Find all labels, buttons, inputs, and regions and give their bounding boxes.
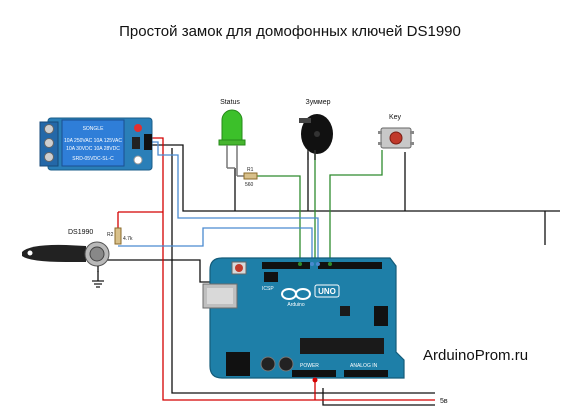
diagram-title: Простой замок для домофонных ключей DS19… bbox=[119, 23, 461, 40]
r2-label: R2 bbox=[107, 232, 114, 238]
resistor-r2: R2 4.7k bbox=[107, 227, 133, 245]
status-led: Status bbox=[218, 99, 246, 177]
atmega-chip bbox=[300, 338, 384, 354]
arduino-uno-board: ICSP Arduino UNO POWER ANALOG IN bbox=[202, 257, 405, 383]
key-button: Key bbox=[378, 114, 414, 149]
ds1990-label: DS1990 bbox=[68, 229, 93, 236]
arduino-logo bbox=[281, 288, 311, 300]
icsp-top-label: ICSP bbox=[262, 286, 274, 292]
uno-label: UNO bbox=[318, 287, 336, 296]
wire-black-ds-line bbox=[105, 259, 225, 283]
relay-module: SONGLE 10A 250VAC 10A 125VAC 10A 30VDC 1… bbox=[39, 117, 153, 171]
r1-value: 560 bbox=[245, 182, 254, 188]
arduino-brand: Arduino bbox=[287, 302, 304, 308]
wire-blue-relay-in bbox=[152, 141, 319, 262]
wire-green-key bbox=[329, 150, 383, 262]
resistor-r1: R1 560 bbox=[243, 167, 258, 188]
wire-black-gnd-bus bbox=[171, 148, 435, 394]
ds1990-reader: DS1990 bbox=[22, 229, 110, 288]
key-label: Key bbox=[389, 114, 402, 121]
relay-spec-2: 10A 30VDC 10A 28VDC bbox=[66, 146, 120, 152]
wire-black-bottom bbox=[322, 388, 435, 406]
relay-pin-header bbox=[144, 134, 152, 150]
r1-label: R1 bbox=[247, 167, 254, 173]
digital-header-1 bbox=[262, 262, 310, 269]
relay-spec-1: 10A 250VAC 10A 125VAC bbox=[64, 138, 122, 144]
wire-red-relay-vcc bbox=[152, 137, 435, 401]
wire-black-relay-gnd bbox=[152, 144, 560, 212]
analog-header-label: ANALOG IN bbox=[350, 363, 378, 369]
buzzer: Зуммер bbox=[299, 99, 333, 160]
relay-brand: SONGLE bbox=[83, 126, 105, 132]
wire-blue-ds-data bbox=[118, 227, 313, 262]
power-header bbox=[292, 370, 336, 377]
wire-green-led bbox=[257, 175, 301, 262]
status-label: Status bbox=[220, 99, 240, 106]
analog-header bbox=[344, 370, 388, 377]
r2-value: 4.7k bbox=[123, 236, 133, 242]
site-credit: ArduinoProm.ru bbox=[423, 347, 528, 364]
power-label: 5в bbox=[440, 398, 448, 405]
wires bbox=[97, 137, 560, 406]
relay-led bbox=[134, 124, 142, 132]
power-header-label: POWER bbox=[300, 363, 319, 369]
buzzer-label: Зуммер bbox=[305, 99, 330, 106]
relay-model: SRD-05VDC-SL-C bbox=[72, 156, 114, 162]
digital-header-2 bbox=[318, 262, 382, 269]
